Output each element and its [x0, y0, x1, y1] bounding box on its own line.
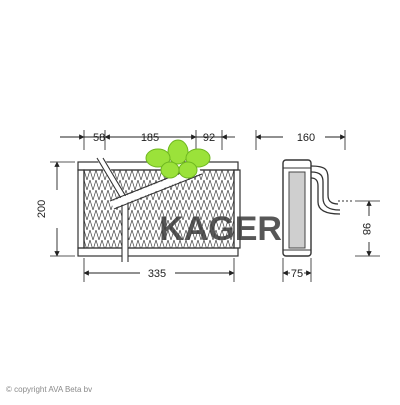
side-pipe-a — [310, 165, 339, 205]
dim-label-200: 200 — [36, 200, 48, 218]
side-view — [282, 159, 352, 257]
copyright-text: © copyright AVA Beta bv — [6, 385, 92, 394]
watermark-logo: KAGER — [145, 139, 282, 248]
dim-label-92: 92 — [203, 132, 215, 144]
bottom-tank — [77, 247, 239, 257]
side-dimensions: 160 98 75 — [255, 130, 380, 282]
dim-label-335: 335 — [148, 268, 166, 280]
dim-label-75: 75 — [291, 268, 303, 280]
watermark-text: KAGER — [159, 210, 282, 248]
dim-label-98: 98 — [360, 223, 372, 235]
dim-label-160: 160 — [297, 132, 315, 144]
front-dimensions: 58 185 92 200 335 — [36, 130, 235, 282]
side-core — [288, 171, 306, 249]
leaf-bottom-right — [178, 161, 198, 179]
right-side-plate — [233, 169, 241, 249]
dim-label-58: 58 — [93, 132, 105, 144]
side-pipe-c — [310, 177, 341, 215]
leaf-left — [145, 148, 171, 168]
side-pipe-b — [310, 171, 341, 211]
dim-label-185: 185 — [141, 132, 159, 144]
leaf-bottom-left — [160, 161, 180, 179]
left-side-plate — [77, 169, 85, 249]
leaf-center — [167, 139, 189, 165]
leaf-icon — [145, 139, 211, 179]
